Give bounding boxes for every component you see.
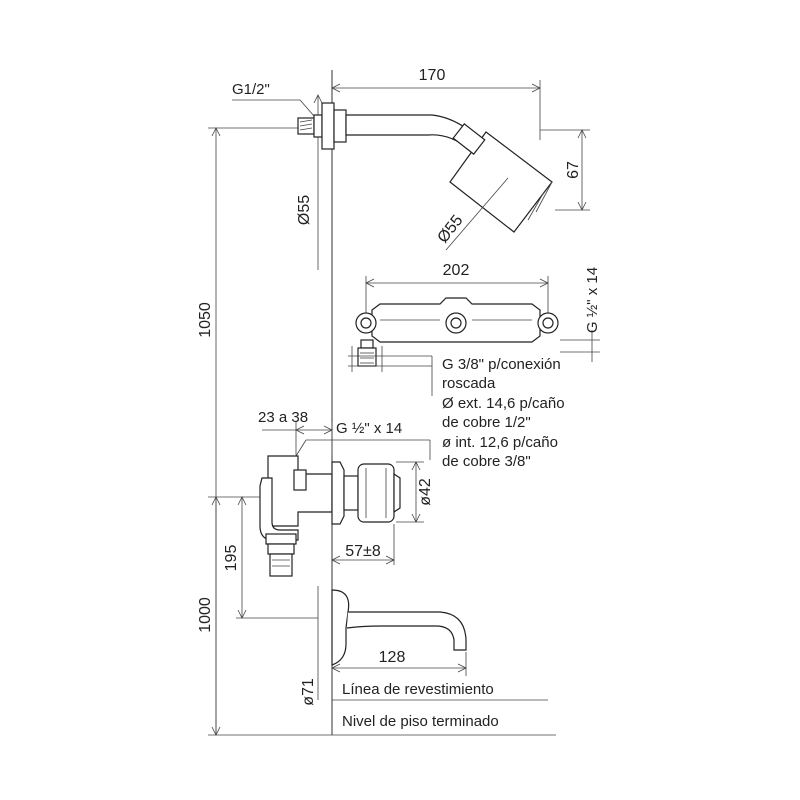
- knob-projection-dimension: [331, 524, 395, 565]
- knob-diameter-dimension: [396, 461, 424, 523]
- connection-note-3: Ø ext. 14,6 p/caño: [442, 395, 565, 412]
- shower-flange-diameter-label: Ø55: [296, 195, 313, 225]
- diverter-thread-label: G ½" x 14: [336, 420, 402, 437]
- diverter-body: [259, 455, 333, 577]
- connection-note-1: G 3/8" p/conexión: [442, 356, 561, 373]
- spout-height-dimension-line: [208, 496, 262, 735]
- spout-flange-diameter-dimension: [317, 586, 556, 736]
- valve-span-dimension: [365, 276, 549, 320]
- spout-height-label: 1000: [197, 597, 214, 633]
- shower-head-diameter-label: Ø55: [434, 212, 466, 246]
- knob-projection-label: 57±8: [345, 543, 381, 560]
- shower-head-height-dimension: [540, 129, 590, 211]
- wall-depth-dimension: [262, 422, 333, 455]
- shower-head-height-label: 67: [565, 161, 582, 179]
- diverter-height-dimension-line: [236, 496, 318, 619]
- wall-depth-label: 23 a 38: [258, 409, 308, 426]
- valve-body: [355, 297, 559, 367]
- spout-flange-diameter-label: ø71: [300, 678, 317, 706]
- floor-level-label: Nivel de piso terminado: [342, 713, 499, 730]
- shower-head: [449, 123, 553, 233]
- diverter-height-label: 195: [223, 545, 240, 572]
- shower-thread-leader: [232, 99, 315, 117]
- connection-leader-lines: [348, 346, 433, 396]
- mixer-knob: [331, 461, 401, 525]
- knob-diameter-label: ø42: [417, 478, 434, 506]
- diverter-thread-leader: [295, 439, 431, 460]
- connection-note-4: de cobre 1/2": [442, 414, 531, 431]
- total-height-label: 1050: [197, 302, 214, 338]
- connection-note-6: de cobre 3/8": [442, 453, 531, 470]
- shower-arm-length-label: 170: [419, 67, 446, 84]
- connection-note-5: ø int. 12,6 p/caño: [442, 434, 558, 451]
- wall-line-label: Línea de revestimiento: [342, 681, 494, 698]
- spout-length-label: 128: [379, 649, 406, 666]
- valve-thread-dimension: [560, 330, 600, 362]
- valve-thread-label: G ½" x 14: [584, 267, 601, 333]
- spout-length-dimension: [331, 652, 467, 676]
- connection-notes: G 3/8" p/conexión roscada Ø ext. 14,6 p/…: [442, 356, 565, 470]
- valve-span-label: 202: [443, 262, 470, 279]
- total-height-dimension-line: [208, 127, 332, 736]
- tub-spout: [331, 589, 467, 666]
- shower-arm: [297, 102, 481, 151]
- shower-head-diameter-leader: [445, 177, 509, 251]
- connection-note-2: roscada: [442, 375, 496, 392]
- shower-thread-label: G1/2": [232, 81, 270, 98]
